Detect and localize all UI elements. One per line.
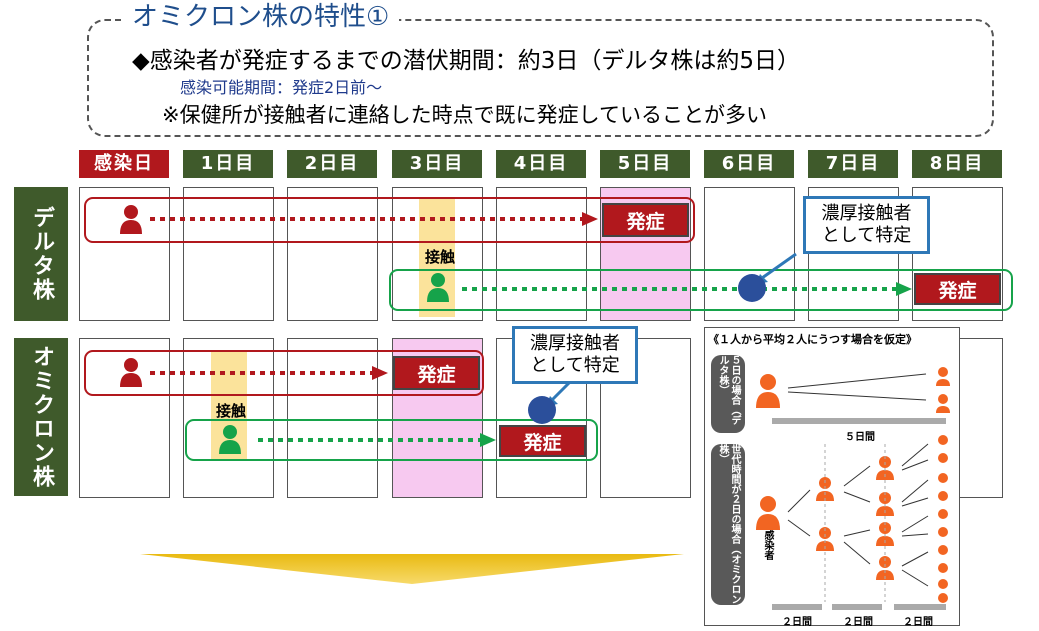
delta-contact-arrow xyxy=(462,282,912,296)
delta-infected-arrow xyxy=(150,212,598,226)
callout-line-2b: として特定 xyxy=(530,355,620,376)
inset-case-2day: 世代時間が２日の場合（オミクロン株） xyxy=(711,444,745,605)
summary-arrow xyxy=(140,554,684,584)
day-header-6: 6日目 xyxy=(704,150,794,178)
row-label-delta: デルタ株 xyxy=(14,187,68,321)
header-frame xyxy=(87,19,994,137)
delta-cell-2 xyxy=(287,187,378,321)
page-title: オミクロン株の特性① xyxy=(122,1,400,33)
inset-span-2day-1: ２日間 xyxy=(782,617,812,628)
inset-case-5day: ５日の場合（デルタ株） xyxy=(711,355,745,433)
inset-span-2day-2: ２日間 xyxy=(843,617,873,628)
delta-infected-onset: 発症 xyxy=(602,203,689,237)
delta-cell-0 xyxy=(79,187,170,321)
day-header-7: 7日目 xyxy=(808,150,898,178)
note-text: ※保健所が接触者に連絡した時点で既に発症していることが多い xyxy=(162,103,767,127)
callout-line-1b: 濃厚接触者 xyxy=(530,333,620,354)
inset-span-2day-3: ２日間 xyxy=(903,617,933,628)
delta-infected-timeline xyxy=(84,197,695,243)
omicron-cell-2 xyxy=(287,338,378,498)
omicron-contact-timeline xyxy=(185,419,598,461)
omicron-identified-marker xyxy=(528,378,574,424)
delta-contact-onset: 発症 xyxy=(914,273,1001,305)
omicron-contact-onset: 発症 xyxy=(499,425,586,457)
omicron-infected-person-icon xyxy=(120,358,142,387)
day-header-8: 8日目 xyxy=(912,150,1002,178)
delta-identified-marker xyxy=(738,252,797,302)
day-header-4: 4日目 xyxy=(496,150,586,178)
delta-contact-timeline xyxy=(389,269,1013,311)
delta-cell-1 xyxy=(183,187,274,321)
day-header-0: 感染日 xyxy=(79,150,169,178)
inset-infected-label: 感染者 xyxy=(762,530,773,560)
incubation-text: ◆感染者が発症するまでの潜伏期間：約3日（デルタ株は約5日） xyxy=(132,48,800,74)
callout-line-2: として特定 xyxy=(821,225,912,246)
omicron-infected-arrow xyxy=(150,366,388,380)
omicron-infected-timeline xyxy=(84,350,484,396)
row-label-omicron: オミクロン株 xyxy=(14,338,68,496)
omicron-contact-person-icon xyxy=(219,425,241,454)
transmission-inset xyxy=(704,327,960,626)
omicron-close-contact-callout: 濃厚接触者として特定 xyxy=(512,326,638,384)
omicron-infected-onset: 発症 xyxy=(393,356,480,390)
callout-line-1: 濃厚接触者 xyxy=(821,203,912,224)
inset-title: 《１人から平均２人にうつす場合を仮定》 xyxy=(708,333,917,346)
day-header-1: 1日目 xyxy=(183,150,273,178)
inset-spread-diagram xyxy=(756,367,950,610)
day-header-2: 2日目 xyxy=(287,150,377,178)
day-header-3: 3日目 xyxy=(392,150,482,178)
day-header-5: 5日目 xyxy=(600,150,690,178)
delta-contact-label: 接触 xyxy=(424,248,455,266)
delta-infected-person-icon xyxy=(120,205,142,234)
delta-cell-4 xyxy=(496,187,587,321)
omicron-contact-label: 接触 xyxy=(215,402,246,420)
delta-contact-person-icon xyxy=(427,273,449,302)
inset-span-5day: ５日間 xyxy=(845,432,875,443)
infectious-period-text: 感染可能期間：発症2日前～ xyxy=(180,78,383,97)
delta-close-contact-callout: 濃厚接触者として特定 xyxy=(803,196,930,254)
omicron-contact-arrow xyxy=(258,433,496,447)
